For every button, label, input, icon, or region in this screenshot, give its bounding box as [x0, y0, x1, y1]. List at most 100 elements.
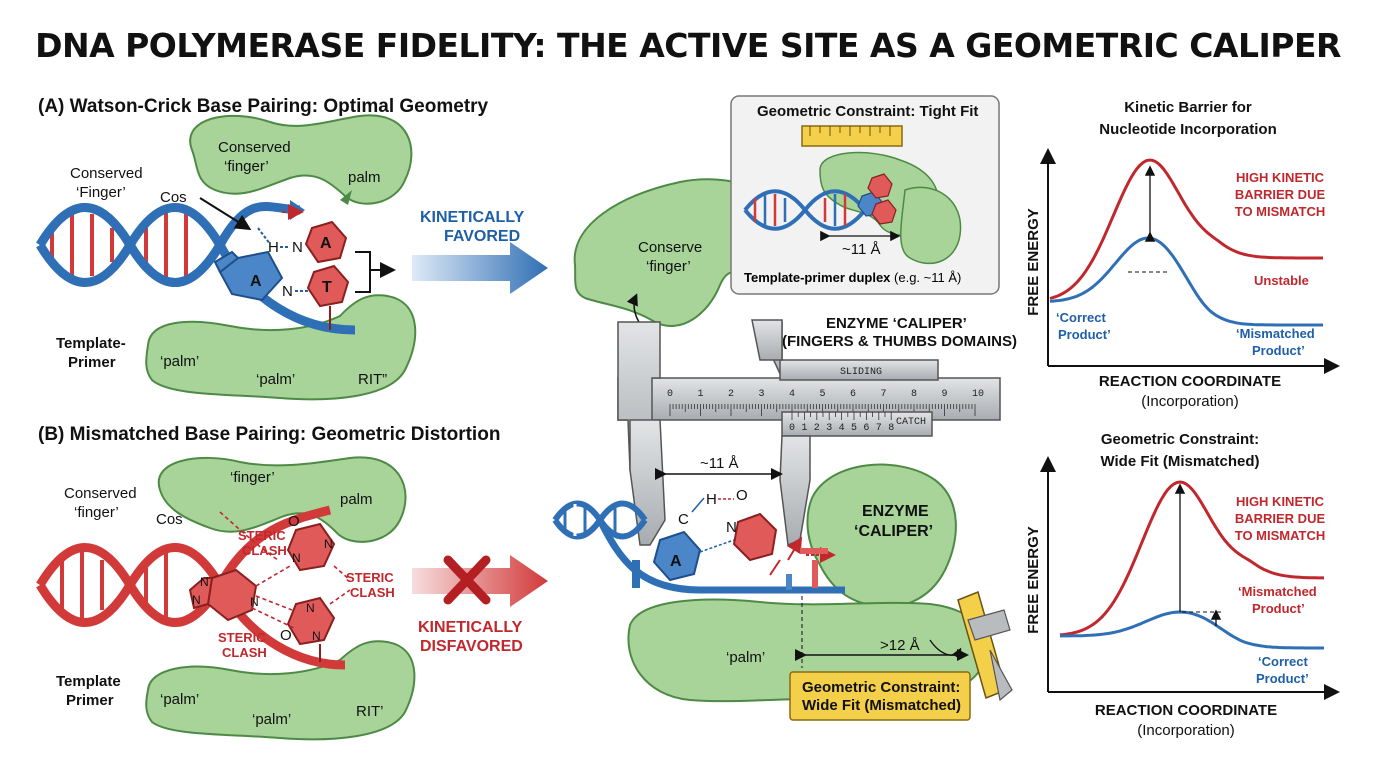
- panel-b-purine-red-ring: [188, 577, 214, 610]
- panel-a-h-label: H: [268, 239, 279, 256]
- chart-top: Kinetic Barrier for Nucleotide Incorpora…: [1025, 99, 1340, 410]
- inset-title: Geometric Constraint: Tight Fit: [757, 103, 978, 120]
- panel-b-disfavored-arrow: [412, 555, 548, 607]
- panel-b-conserved-finger-1: Conserved: [64, 485, 137, 502]
- panel-a-n2-label: N: [282, 283, 293, 300]
- chart-top-ylabel: FREE ENERGY: [1025, 208, 1042, 316]
- panel-b-n-7: N: [192, 593, 201, 607]
- panel-b-clash-2b: CLASH: [350, 585, 395, 600]
- panel-b-template-primer-1: Template: [56, 673, 121, 690]
- center-enzyme-1: ENZYME: [862, 503, 929, 520]
- panel-a-palm-left: ‘palm’: [160, 353, 199, 370]
- panel-a-rit: RIT”: [358, 371, 387, 388]
- panel-b-arrow-label-2: DISFAVORED: [420, 638, 523, 655]
- panel-a-template-primer-1: Template-: [56, 335, 126, 352]
- panel-b-purine-red: [206, 568, 258, 622]
- panel-b-conserved-finger-2: ‘finger’: [74, 504, 119, 521]
- center-base-a: [652, 530, 702, 582]
- panel-b-n-6: N: [312, 629, 321, 643]
- vernier-label: 0: [789, 423, 795, 434]
- panel-b-o2: O: [280, 627, 292, 644]
- panel-b-palm-top: palm: [340, 491, 373, 508]
- chart-bottom-curve-mismatch: [1059, 480, 1324, 637]
- chart-top-red-1: HIGH KINETIC: [1236, 170, 1325, 185]
- panel-a: (A) Watson-Crick Base Pairing: Optimal G…: [36, 96, 548, 401]
- panel-a-template-primer-2: Primer: [68, 354, 116, 371]
- panel-a-palm-top: palm: [348, 169, 381, 186]
- panel-a-favored-arrow: [412, 242, 548, 294]
- main-scale-label: 0: [667, 389, 673, 400]
- center-palm: ‘palm’: [726, 649, 765, 666]
- main-scale-label: 8: [911, 389, 917, 400]
- panel-b-n-5: N: [306, 601, 315, 615]
- panel-a-finger-domain: [189, 114, 413, 205]
- vernier-label: 6: [863, 423, 869, 434]
- main-scale-label: 3: [759, 389, 765, 400]
- tight-fit-inset: Geometric Constraint: Tight Fit ~11 Å: [730, 95, 1000, 295]
- inset-ruler: [801, 125, 903, 147]
- center-conserve-finger-1: Conserve: [638, 239, 702, 256]
- chart-bottom-title-1: Geometric Constraint:: [1101, 431, 1259, 448]
- chart-top-correct-2: Product’: [1058, 327, 1111, 342]
- chart-top-mismatched-2: Product’: [1252, 343, 1305, 358]
- panel-b-n-3: N: [250, 595, 259, 609]
- wide-fit-1: Geometric Constraint:: [802, 679, 960, 696]
- center-distance-wide: >12 Å: [880, 637, 920, 654]
- panel-a-base-a2-label: A: [320, 235, 332, 252]
- panel-a-dna-helix: [36, 200, 356, 335]
- panel-a-base-a-red: [304, 220, 348, 264]
- panel-b-finger-domain: [157, 456, 407, 543]
- chart-top-xlabel-2: (Incorporation): [1141, 393, 1239, 410]
- chart-bottom-correct-1: ‘Correct: [1258, 654, 1309, 669]
- center-enzyme-2: ‘CALIPER’: [854, 523, 933, 540]
- panel-a-heading: (A) Watson-Crick Base Pairing: Optimal G…: [38, 96, 489, 117]
- panel-b-palm-domain: [145, 640, 416, 741]
- panel-b-o1: O: [288, 513, 300, 530]
- panel-a-arrow-label-2: FAVORED: [444, 228, 520, 245]
- center-o: O: [736, 487, 748, 504]
- chart-bottom-red-1: HIGH KINETIC: [1236, 494, 1325, 509]
- chart-bottom-red-2: BARRIER DUE: [1235, 511, 1326, 526]
- chart-bottom-mismatched-2: Product’: [1252, 601, 1305, 616]
- chart-top-correct-1: ‘Correct: [1056, 310, 1107, 325]
- chart-bottom-xlabel-2: (Incorporation): [1137, 722, 1235, 739]
- panel-a-n1-label: N: [292, 239, 303, 256]
- vernier-label: 1: [801, 423, 807, 434]
- panel-b-palm-bottom: ‘palm’: [252, 711, 291, 728]
- chart-bottom-ylabel: FREE ENERGY: [1025, 526, 1042, 634]
- chart-bottom-red-3: TO MISMATCH: [1235, 528, 1326, 543]
- panel-a-palm-domain: [145, 294, 417, 401]
- inset-caption: Template-primer duplex (e.g. ~11 Å): [744, 270, 961, 285]
- panel-b-x-icon: [443, 555, 491, 605]
- panel-a-base-a-label: A: [250, 273, 262, 290]
- panel-a-conserved-finger-1: Conserved: [70, 165, 143, 182]
- chart-bottom-title-2: Wide Fit (Mismatched): [1100, 453, 1259, 470]
- center-h: H: [706, 491, 717, 508]
- main-scale-label: 4: [789, 389, 795, 400]
- main-scale-label: 6: [850, 389, 856, 400]
- vernier-label: 7: [876, 423, 882, 434]
- panel-b-clash-1b: CLASH: [242, 543, 287, 558]
- chart-top-unstable: Unstable: [1254, 273, 1309, 288]
- panel-b-rit: RIT’: [356, 703, 384, 720]
- vernier-label: 8: [888, 423, 894, 434]
- panel-b-dna-helix: [36, 505, 346, 670]
- panel-b-finger: ‘finger’: [230, 469, 275, 486]
- wide-fit-tag: Geometric Constraint: Wide Fit (Mismatch…: [789, 671, 971, 721]
- center-conserve-finger-2: ‘finger’: [646, 258, 691, 275]
- panel-b-heading: (B) Mismatched Base Pairing: Geometric D…: [38, 424, 500, 445]
- center-panel: Conserve ‘finger’ Geometric Constraint: …: [552, 95, 1017, 721]
- chart-top-mismatched-1: ‘Mismatched: [1236, 326, 1315, 341]
- panel-b-palm-left: ‘palm’: [160, 691, 199, 708]
- chart-top-red-3: TO MISMATCH: [1235, 204, 1326, 219]
- caliper-label-1: ENZYME ‘CALIPER’: [826, 315, 967, 332]
- panel-a-base-t-red: [306, 264, 350, 308]
- main-scale-label: 7: [881, 389, 887, 400]
- chart-top-curve-correct: [1049, 236, 1323, 327]
- main-scale-label: 5: [820, 389, 826, 400]
- chart-bottom: Geometric Constraint: Wide Fit (Mismatch…: [1025, 431, 1340, 739]
